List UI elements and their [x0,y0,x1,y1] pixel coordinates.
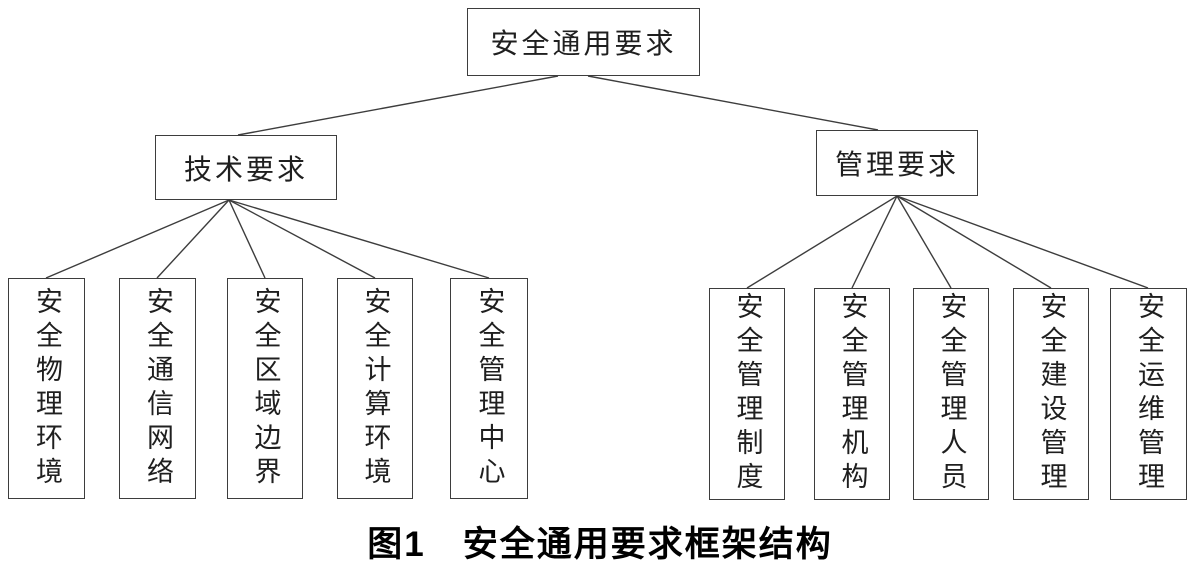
branch-node-technical-requirements: 技术要求 [155,135,337,200]
leaf-node-label: 安全管理中心 [474,286,505,491]
root-node: 安全通用要求 [467,8,700,76]
leaf-node-label: 安全管理制度 [732,292,763,496]
branch-node-label: 技术要求 [183,153,308,185]
leaf-node-communication-network: 安全通信网络 [119,278,196,499]
leaf-node-area-boundary: 安全区域边界 [227,278,303,499]
branch-node-label: 管理要求 [834,149,959,180]
leaf-node-label: 安全区域边界 [250,286,281,491]
root-node-label: 安全通用要求 [490,28,677,59]
leaf-node-label: 安全运维管理 [1134,292,1164,496]
leaf-node-label: 安全物理环境 [32,286,62,491]
leaf-node-label: 安全管理机构 [837,292,868,496]
branch-node-management-requirements: 管理要求 [816,130,978,196]
leaf-node-label: 安全建设管理 [1036,292,1067,496]
leaf-node-management-system: 安全管理制度 [709,288,785,500]
leaf-node-construction-management: 安全建设管理 [1013,288,1089,500]
leaf-node-physical-environment: 安全物理环境 [8,278,85,499]
leaf-node-label: 安全管理人员 [936,292,967,496]
leaf-node-label: 安全通信网络 [143,286,173,491]
leaf-node-operations-management: 安全运维管理 [1110,288,1187,500]
leaf-node-management-organization: 安全管理机构 [814,288,890,500]
leaf-node-management-center: 安全管理中心 [450,278,528,499]
leaf-node-label: 安全计算环境 [360,286,391,491]
figure-caption: 图1 安全通用要求框架结构 [367,525,833,564]
leaf-node-management-personnel: 安全管理人员 [913,288,989,500]
leaf-node-computing-environment: 安全计算环境 [337,278,413,499]
